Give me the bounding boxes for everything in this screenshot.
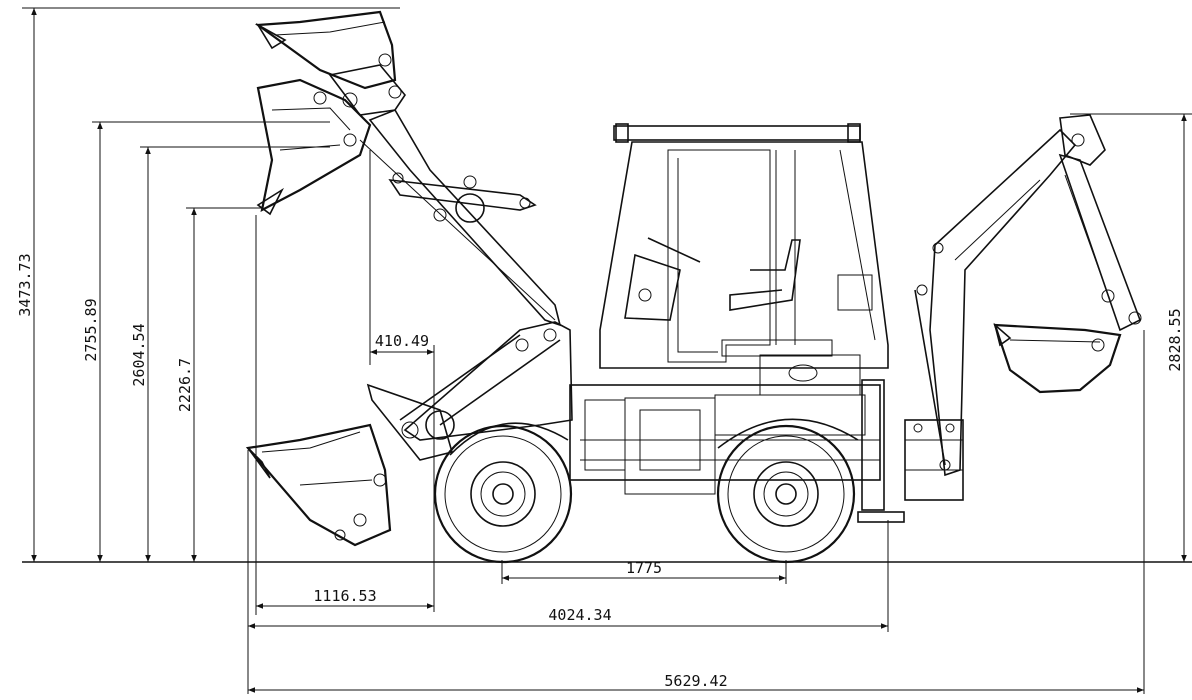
chassis [569, 354, 905, 523]
backhoe-boom [914, 114, 1106, 477]
loader-arm-raised [359, 109, 562, 327]
backhoe-bucket [993, 322, 1122, 394]
reach-offset-label: 410.49 [375, 332, 429, 350]
backhoe-base [904, 419, 964, 501]
front-fender [449, 422, 569, 456]
front-overhang-label: 1116.53 [313, 587, 376, 605]
overall-length-label: 5629.42 [664, 672, 727, 690]
overall-height-label: 3473.73 [16, 253, 34, 316]
reach-offset-dimension [369, 150, 435, 612]
backhoe-dipper [1058, 153, 1142, 332]
horizontal-dimensions [247, 215, 1145, 694]
loader-bucket-dump [254, 10, 406, 116]
front-wheel [433, 424, 573, 564]
vertical-dimensions-left [22, 7, 400, 562]
vertical-dimension-right [1070, 113, 1192, 562]
cab [599, 123, 889, 382]
height-3-label: 2604.54 [130, 323, 148, 386]
rear-fender [717, 418, 859, 449]
loader-bucket-lower [245, 423, 392, 547]
height-4-label: 2226.7 [176, 358, 194, 412]
rear-wheel [716, 424, 856, 564]
length-to-rear-label: 4024.34 [548, 606, 611, 624]
height-2-label: 2755.89 [82, 298, 100, 361]
loader-bucket-raised [256, 78, 372, 216]
wheelbase-label: 1775 [626, 559, 662, 577]
backhoe-height-label: 2828.55 [1166, 308, 1184, 371]
